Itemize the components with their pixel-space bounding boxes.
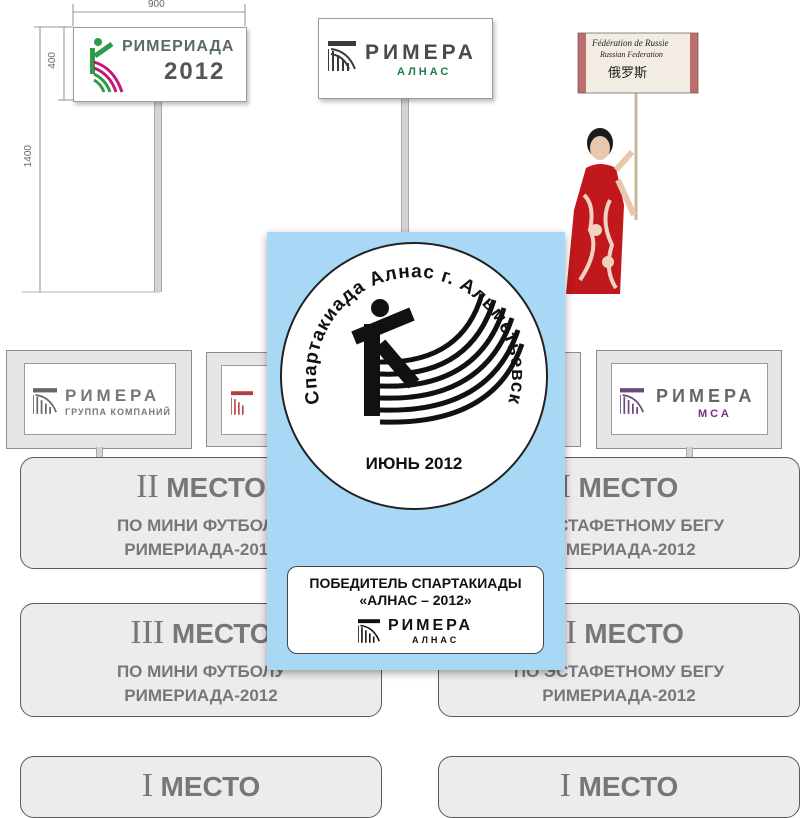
award-winner-line1: ПОБЕДИТЕЛЬ СПАРТАКИАДЫ <box>309 575 522 591</box>
plaque-discipline: ПО ЭСТАФЕТНОМУ БЕГУ <box>513 516 725 535</box>
flag-sign-line2: Russian Federation <box>600 50 663 59</box>
place-number: II <box>136 468 159 505</box>
plaque-event: РИМЕРИАДА-2012 <box>124 540 278 559</box>
flag-sign-line3: 俄罗斯 <box>608 65 648 80</box>
plaque-discipline: ПО МИНИ ФУТБОЛУ <box>116 662 286 681</box>
rimera-word: РИМЕРА <box>65 386 161 405</box>
award-winner-box: ПОБЕДИТЕЛЬ СПАРТАКИАДЫ «АЛНАС – 2012» РИ… <box>287 566 544 654</box>
award-medallion: Спартакиада Алнас г. Альметьевск ИЮНЬ 20… <box>280 242 548 510</box>
dimension-sign-height-label: 400 <box>47 52 58 69</box>
plaque-first-place-right: I МЕСТО <box>438 756 800 818</box>
plaque-event: РИМЕРИАДА-2012 <box>542 686 696 705</box>
woman-with-sign-photo <box>566 32 699 294</box>
dimension-total-height-label: 1400 <box>23 145 34 168</box>
place-number: I <box>141 767 154 804</box>
place-word: МЕСТО <box>160 771 261 802</box>
flag-sign-line1: Fédération de Russie <box>592 38 669 48</box>
award-logo-word: РИМЕРА <box>388 617 473 634</box>
sign-partial-right <box>563 352 581 447</box>
rimera-logo-icon <box>328 41 356 71</box>
rimeriada-year: 2012 <box>164 58 226 85</box>
award-logo-sub: АЛНАС <box>412 635 460 645</box>
award-winner-line2: «АЛНАС – 2012» <box>359 592 472 608</box>
place-word: МЕСТО <box>578 472 679 503</box>
pole <box>96 447 103 461</box>
place-number: I <box>559 767 572 804</box>
plaque-discipline: ПО ЭСТАФЕТНОМУ БЕГУ <box>513 662 725 681</box>
rimera-sub: ГРУППА КОМПАНИЙ <box>65 407 171 417</box>
rimera-logo-icon <box>620 388 644 414</box>
plaque-event: РИМЕРИАДА-2012 <box>542 540 696 559</box>
award-date: ИЮНЬ 2012 <box>365 454 463 473</box>
place-number: III <box>130 614 165 651</box>
sign-rimera-mca: РИМЕРА МСА <box>596 350 782 449</box>
plaque-discipline: ПО МИНИ ФУТБОЛУ <box>116 516 286 535</box>
place-number: I <box>559 468 572 505</box>
sign-partial <box>206 352 283 447</box>
plaque-event: РИМЕРИАДА-2012 <box>124 686 278 705</box>
place-word: МЕСТО <box>166 472 266 503</box>
dimension-width-label: 900 <box>148 0 165 10</box>
place-word: МЕСТО <box>584 618 684 649</box>
pole <box>401 97 409 237</box>
rimera-sub: АЛНАС <box>397 66 452 78</box>
rimera-sub: МСА <box>698 408 732 420</box>
sign-rimera-group: РИМЕРА ГРУППА КОМПАНИЙ <box>6 350 192 449</box>
rimera-word: РИМЕРА <box>656 386 756 406</box>
rimeriada-logo-icon <box>90 38 124 93</box>
spartakiad-logo-icon <box>351 293 525 425</box>
dimension-drawing <box>22 4 246 293</box>
place-word: МЕСТО <box>171 618 272 649</box>
pole <box>154 100 162 292</box>
place-word: МЕСТО <box>578 771 679 802</box>
rimera-word: РИМЕРА <box>365 41 477 64</box>
rimeriada-title: РИМЕРИАДА <box>122 38 235 55</box>
rimera-logo-icon <box>358 619 380 643</box>
rimera-logo-icon <box>33 388 57 414</box>
pole <box>686 447 693 461</box>
sign-rimera-alnas: РИМЕРА АЛНАС <box>318 18 493 99</box>
sign-rimeriada: РИМЕРИАДА 2012 <box>73 27 247 102</box>
plaque-first-place-left: I МЕСТО <box>20 756 382 818</box>
rimera-logo-icon <box>231 391 253 415</box>
award-plaque: Спартакиада Алнас г. Альметьевск ИЮНЬ 20… <box>267 232 565 670</box>
